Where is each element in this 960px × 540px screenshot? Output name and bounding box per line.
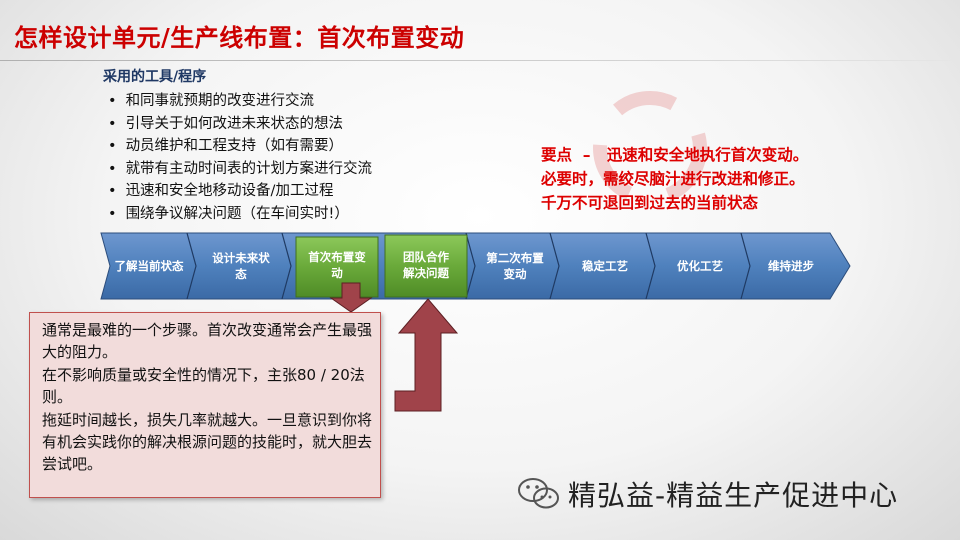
- note-paragraph: 拖延时间越长，损失几率就越大。一旦意识到你将有机会实践你的解决根源问题的技能时，…: [42, 409, 372, 476]
- note-paragraph: 通常是最难的一个步骤。首次改变通常会产生最强大的阻力。: [42, 319, 372, 364]
- note-paragraph: 在不影响质量或安全性的情况下，主张80 / 20法则。: [42, 364, 372, 409]
- down-arrow: [331, 283, 371, 312]
- wechat-icon: [516, 476, 562, 512]
- note-box: 通常是最难的一个步骤。首次改变通常会产生最强大的阻力。 在不影响质量或安全性的情…: [29, 312, 381, 498]
- brand-text: 精弘益-精益生产促进中心: [568, 474, 898, 514]
- brand-watermark: 精弘益-精益生产促进中心: [516, 474, 898, 514]
- elbow-up-arrow: [395, 299, 457, 411]
